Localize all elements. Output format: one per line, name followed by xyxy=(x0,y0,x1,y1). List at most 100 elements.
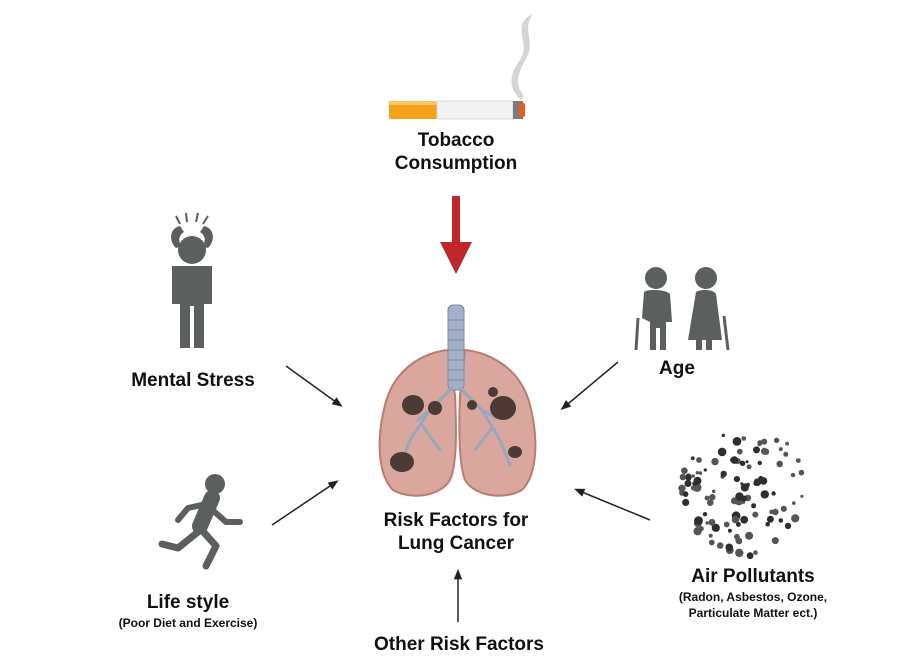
particle xyxy=(681,467,688,475)
age-text: Age xyxy=(659,358,695,379)
particle xyxy=(735,521,741,527)
particle xyxy=(723,521,730,528)
particle xyxy=(778,518,784,523)
particle xyxy=(720,470,727,478)
particle xyxy=(678,484,686,492)
particle xyxy=(746,464,752,470)
particle xyxy=(711,523,720,532)
particle xyxy=(735,492,744,501)
particle xyxy=(746,552,754,560)
particle xyxy=(708,518,716,526)
particle xyxy=(766,515,774,523)
air-pollutants-subtext-2: Particulate Matter ect.) xyxy=(688,605,818,620)
particle xyxy=(730,456,739,464)
particle xyxy=(740,483,749,492)
particle xyxy=(711,457,719,466)
particle xyxy=(708,533,713,538)
particle xyxy=(690,485,697,491)
particle xyxy=(798,469,805,476)
particle xyxy=(682,491,689,497)
particle xyxy=(705,521,709,525)
particle xyxy=(696,457,702,463)
particle xyxy=(708,539,715,546)
particle xyxy=(741,436,747,441)
pollutants-arrow xyxy=(574,488,651,521)
particle xyxy=(792,501,796,505)
particle xyxy=(691,474,695,478)
particle xyxy=(773,437,780,443)
particle xyxy=(731,515,740,524)
tobacco-label-line1: Tobacco xyxy=(417,130,495,151)
particle xyxy=(761,438,768,445)
particle xyxy=(704,495,710,501)
particle xyxy=(698,471,703,475)
particle xyxy=(753,478,762,487)
particle xyxy=(785,441,789,446)
particle xyxy=(685,473,691,479)
particle xyxy=(760,447,768,455)
stress-arrow xyxy=(285,365,343,407)
elderly-couple-icon xyxy=(634,267,730,351)
particle xyxy=(772,508,779,516)
age-label: Age xyxy=(627,358,727,381)
particle xyxy=(771,537,779,545)
particle xyxy=(790,472,796,478)
particle xyxy=(703,468,707,472)
air-pollutants-subtext-1: (Radon, Asbestos, Ozone, xyxy=(678,589,828,604)
particle xyxy=(751,503,757,509)
particle xyxy=(717,447,727,457)
particle xyxy=(753,446,760,454)
tobacco-label: Tobacco Consumption xyxy=(356,130,556,176)
particle xyxy=(692,481,698,486)
center-title-line1: Risk Factors for xyxy=(383,510,529,531)
particle xyxy=(682,498,690,507)
particle xyxy=(695,471,699,475)
particle xyxy=(721,433,725,438)
air-pollutants-text: Air Pollutants xyxy=(691,566,815,587)
particle xyxy=(736,448,743,455)
particle xyxy=(735,548,744,558)
lungs-icon xyxy=(378,304,537,497)
lifestyle-text: Life style xyxy=(146,592,230,613)
tobacco-label-line2: Consumption xyxy=(394,152,518,174)
particle xyxy=(771,491,776,496)
other-risk-factors-text: Other Risk Factors xyxy=(374,634,544,655)
lifestyle-arrow xyxy=(271,480,339,526)
particle xyxy=(702,512,708,517)
particle xyxy=(776,460,783,468)
particle xyxy=(783,451,789,457)
particle xyxy=(716,542,724,549)
particle xyxy=(727,528,732,533)
particle xyxy=(769,509,774,515)
particle xyxy=(740,515,749,524)
lifestyle-label: Life style (Poor Diet and Exercise) xyxy=(88,592,288,631)
particle xyxy=(765,521,770,527)
particle xyxy=(694,516,703,525)
center-title-line2: Lung Cancer xyxy=(397,532,515,554)
particle xyxy=(745,531,754,540)
air-pollutants-label: Air Pollutants (Radon, Asbestos, Ozone, … xyxy=(643,566,863,621)
particle xyxy=(739,460,746,466)
particle xyxy=(760,490,769,499)
particle xyxy=(757,442,762,447)
particle xyxy=(780,505,787,512)
particle xyxy=(693,527,702,536)
other-risk-factors-label: Other Risk Factors xyxy=(344,634,574,657)
particle xyxy=(732,437,742,446)
particle xyxy=(679,473,687,481)
particle xyxy=(791,514,800,523)
particle xyxy=(757,460,762,466)
particle xyxy=(690,456,695,461)
particle xyxy=(711,489,716,494)
mental-stress-text: Mental Stress xyxy=(131,370,255,391)
particle xyxy=(753,550,758,555)
particle xyxy=(707,499,714,507)
particle xyxy=(784,522,792,530)
particle xyxy=(800,494,804,498)
particle xyxy=(795,458,801,463)
particle xyxy=(709,494,716,501)
mental-stress-label: Mental Stress xyxy=(93,370,293,393)
running-person-icon xyxy=(158,474,243,570)
particle xyxy=(752,511,759,518)
